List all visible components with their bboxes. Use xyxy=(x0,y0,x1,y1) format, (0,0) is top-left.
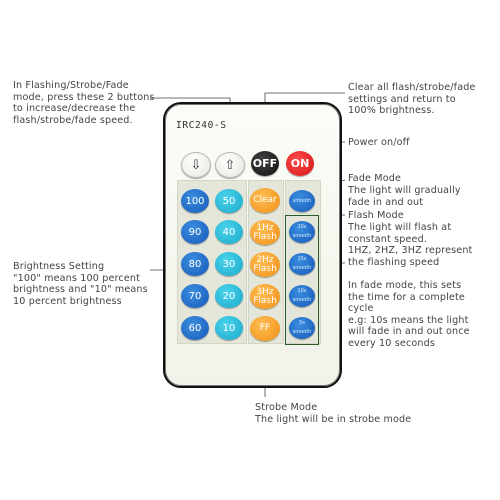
brightness-100-button[interactable]: 100 xyxy=(181,189,209,213)
brightness-annotation: Brightness Setting "100" means 100 perce… xyxy=(13,261,148,307)
fade-15s-button[interactable]: 15s smooth xyxy=(289,253,315,275)
fade-mode-body: The light will gradually fade in and out xyxy=(348,185,461,208)
flash-2hz-button[interactable]: 2Hz Flash xyxy=(250,252,280,277)
brightness-50-button[interactable]: 50 xyxy=(215,189,243,213)
fade-time-highlight-box xyxy=(285,215,319,345)
fade-20s-button[interactable]: 20s smooth xyxy=(289,221,315,243)
strobe-mode-title: Strobe Mode xyxy=(255,402,318,413)
model-label: IRC240-S xyxy=(176,120,227,131)
speed-down-button[interactable]: ⇩ xyxy=(181,152,211,178)
brightness-40-button[interactable]: 40 xyxy=(215,220,243,244)
strobe-button[interactable]: FF xyxy=(250,316,280,341)
fade-smooth-button[interactable]: smooth xyxy=(289,190,315,212)
flash-1hz-button[interactable]: 1Hz Flash xyxy=(250,220,280,245)
brightness-20-button[interactable]: 20 xyxy=(215,284,243,308)
clear-button[interactable]: Clear xyxy=(250,188,280,213)
clear-annotation: Clear all flash/strobe/fade settings and… xyxy=(348,82,476,117)
flash-mode-body: The light will flash at constant speed. … xyxy=(348,222,473,268)
fade-5s-button[interactable]: 5s smooth xyxy=(289,317,315,339)
fade-10s-button[interactable]: 10s smooth xyxy=(289,285,315,307)
brightness-80-button[interactable]: 80 xyxy=(181,252,209,276)
power-on-button[interactable]: ON xyxy=(286,151,314,176)
brightness-30-button[interactable]: 30 xyxy=(215,252,243,276)
fade-time-annotation: In fade mode, this sets the time for a c… xyxy=(348,280,470,349)
brightness-60-button[interactable]: 60 xyxy=(181,316,209,340)
flash-mode-title: Flash Mode xyxy=(348,210,404,221)
brightness-90-button[interactable]: 90 xyxy=(181,220,209,244)
flash-3hz-button[interactable]: 3Hz Flash xyxy=(250,284,280,309)
speed-buttons-annotation: In Flashing/Strobe/Fade mode, press thes… xyxy=(13,80,155,126)
brightness-70-button[interactable]: 70 xyxy=(181,284,209,308)
strobe-mode-body: The light will be in strobe mode xyxy=(255,414,412,425)
fade-mode-title: Fade Mode xyxy=(348,173,402,184)
power-annotation: Power on/off xyxy=(348,137,410,148)
power-off-button[interactable]: OFF xyxy=(251,151,279,176)
speed-up-button[interactable]: ⇧ xyxy=(215,152,245,178)
brightness-10-button[interactable]: 10 xyxy=(215,316,243,340)
